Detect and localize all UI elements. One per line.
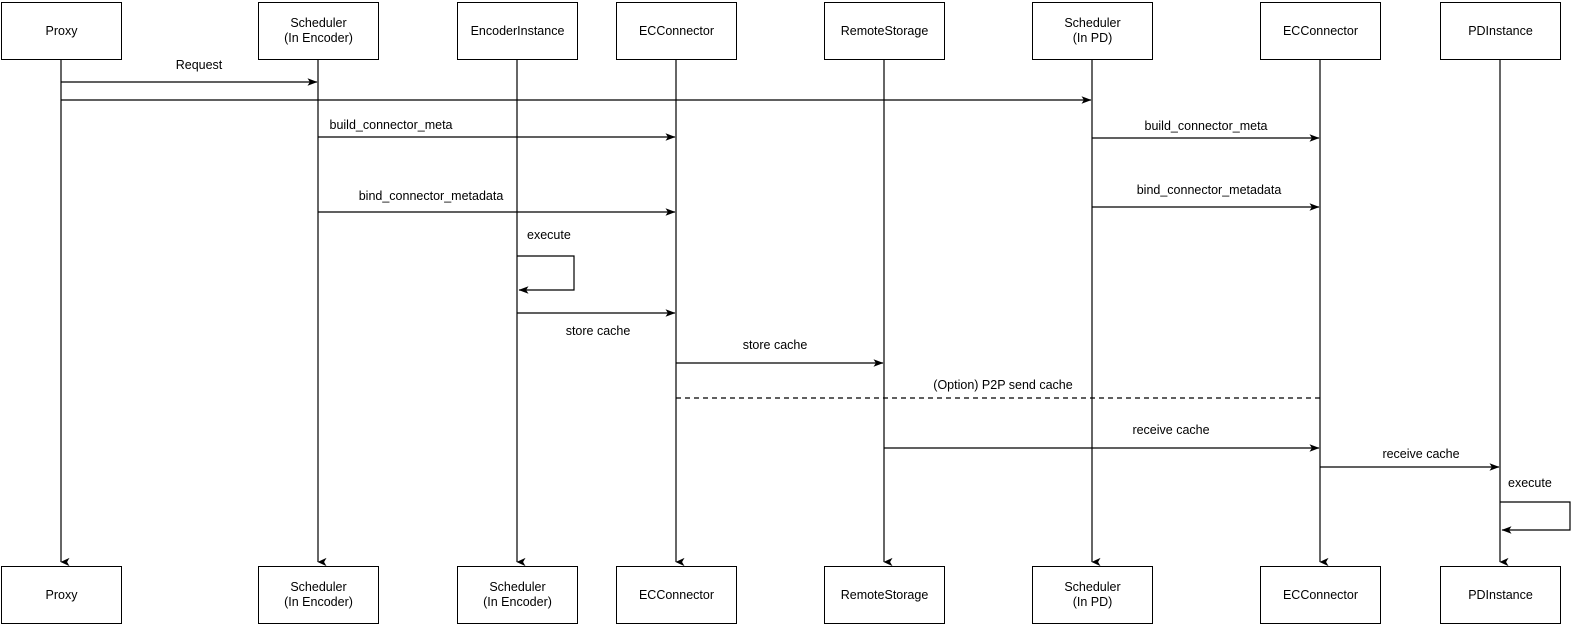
participant-label-line1: ECConnector [1282,587,1359,602]
participant-label-line1: RemoteStorage [840,23,929,38]
participant-box-bottom-pd-instance[interactable]: PDInstance [1440,566,1561,624]
participant-label-line1: PDInstance [1468,587,1533,602]
message-label-receive-cache-2: receive cache [1382,447,1460,461]
participant-box-bottom-scheduler-encoder[interactable]: Scheduler(In Encoder) [258,566,379,624]
participant-label-line1: ECConnector [638,23,715,38]
self-message-label-execute-encoder-instance: execute [527,228,571,242]
message-label-bind-connector-meta-1: bind_connector_metadata [358,189,504,203]
participant-label-line1: Proxy [45,587,78,602]
participant-label-line1: ECConnector [638,587,715,602]
message-label-p2p-send-cache: (Option) P2P send cache [933,378,1073,392]
participant-box-top-encoder-instance[interactable]: EncoderInstance [457,2,578,60]
participant-box-bottom-ec-connector-enc[interactable]: ECConnector [616,566,737,624]
messages-layer [61,78,1500,471]
participant-box-bottom-ec-connector-pd[interactable]: ECConnector [1260,566,1381,624]
participant-label-line1: Scheduler [1064,16,1121,30]
participant-label-line2: (In Encoder) [483,595,552,609]
participant-box-top-remote-storage[interactable]: RemoteStorage [824,2,945,60]
participant-box-top-scheduler-encoder[interactable]: Scheduler(In Encoder) [258,2,379,60]
participant-label-line1: EncoderInstance [470,23,565,38]
self-message-execute-pd-instance[interactable] [1500,501,1571,534]
self-message-execute-encoder-instance[interactable] [517,255,575,294]
message-label-build-connector-meta-2: build_connector_meta [1144,119,1268,133]
participant-box-top-pd-instance[interactable]: PDInstance [1440,2,1561,60]
self-message-label-execute-pd-instance: execute [1508,476,1552,490]
participant-label-line1: RemoteStorage [840,587,929,602]
message-label-request: Request [175,58,223,72]
participant-box-top-ec-connector-pd[interactable]: ECConnector [1260,2,1381,60]
lifelines-layer [60,60,1509,567]
participant-label-line1: Proxy [45,23,78,38]
participant-box-bottom-encoder-instance[interactable]: Scheduler(In Encoder) [457,566,578,624]
message-label-bind-connector-meta-2: bind_connector_metadata [1136,183,1282,197]
participant-label-line1: Scheduler [1064,580,1121,594]
participant-box-top-scheduler-pd[interactable]: Scheduler(In PD) [1032,2,1153,60]
participant-label-line2: (In Encoder) [284,31,353,45]
participant-label-line2: (In PD) [1072,31,1113,45]
participant-box-bottom-proxy[interactable]: Proxy [1,566,122,624]
participant-label-line2: (In PD) [1072,595,1113,609]
participant-box-bottom-scheduler-pd[interactable]: Scheduler(In PD) [1032,566,1153,624]
message-label-store-cache-1: store cache [565,324,631,338]
participant-label-line1: ECConnector [1282,23,1359,38]
participant-label-line1: Scheduler [489,580,546,594]
message-label-receive-cache-1: receive cache [1132,423,1210,437]
participant-box-bottom-remote-storage[interactable]: RemoteStorage [824,566,945,624]
message-label-store-cache-2: store cache [742,338,808,352]
participant-label-line2: (In Encoder) [284,595,353,609]
participant-box-top-ec-connector-enc[interactable]: ECConnector [616,2,737,60]
participant-label-line1: Scheduler [290,580,347,594]
participant-box-top-proxy[interactable]: Proxy [1,2,122,60]
self-messages-layer [517,255,1571,534]
participant-label-line1: PDInstance [1468,23,1533,38]
message-label-build-connector-meta-1: build_connector_meta [329,118,453,132]
participant-label-line1: Scheduler [290,16,347,30]
